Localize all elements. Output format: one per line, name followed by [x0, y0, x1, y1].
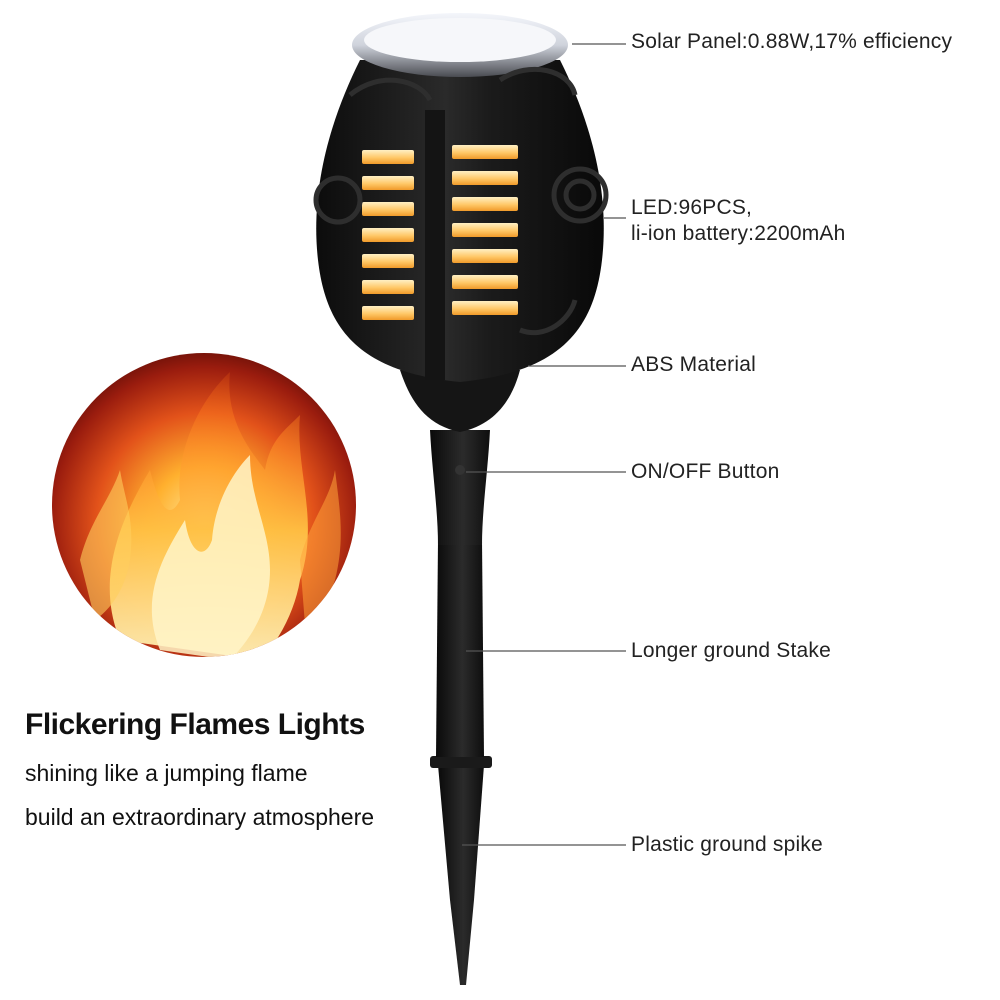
callout-lines: [462, 43, 626, 846]
led-count-text: LED:96PCS,: [631, 196, 753, 219]
ground-stake-label: Longer ground Stake: [631, 639, 831, 662]
solar-panel-label: Solar Panel:0.88W,17% efficiency: [631, 30, 953, 53]
battery-text: li-ion battery:2200mAh: [631, 222, 846, 245]
on-off-button-label: ON/OFF Button: [631, 460, 780, 483]
ground-spike-label: Plastic ground spike: [631, 833, 823, 856]
promo-text-block: Flickering Flames Lights shining like a …: [25, 705, 445, 833]
led-battery-label: LED:96PCS, li-ion battery:2200mAh: [631, 195, 846, 247]
promo-title: Flickering Flames Lights: [25, 708, 365, 741]
flame-icon: [52, 353, 356, 657]
promo-line-1: shining like a jumping flame: [25, 760, 308, 786]
promo-line-2: build an extraordinary atmosphere: [25, 804, 375, 830]
solar-torch-icon: [313, 13, 609, 985]
abs-material-label: ABS Material: [631, 353, 756, 376]
